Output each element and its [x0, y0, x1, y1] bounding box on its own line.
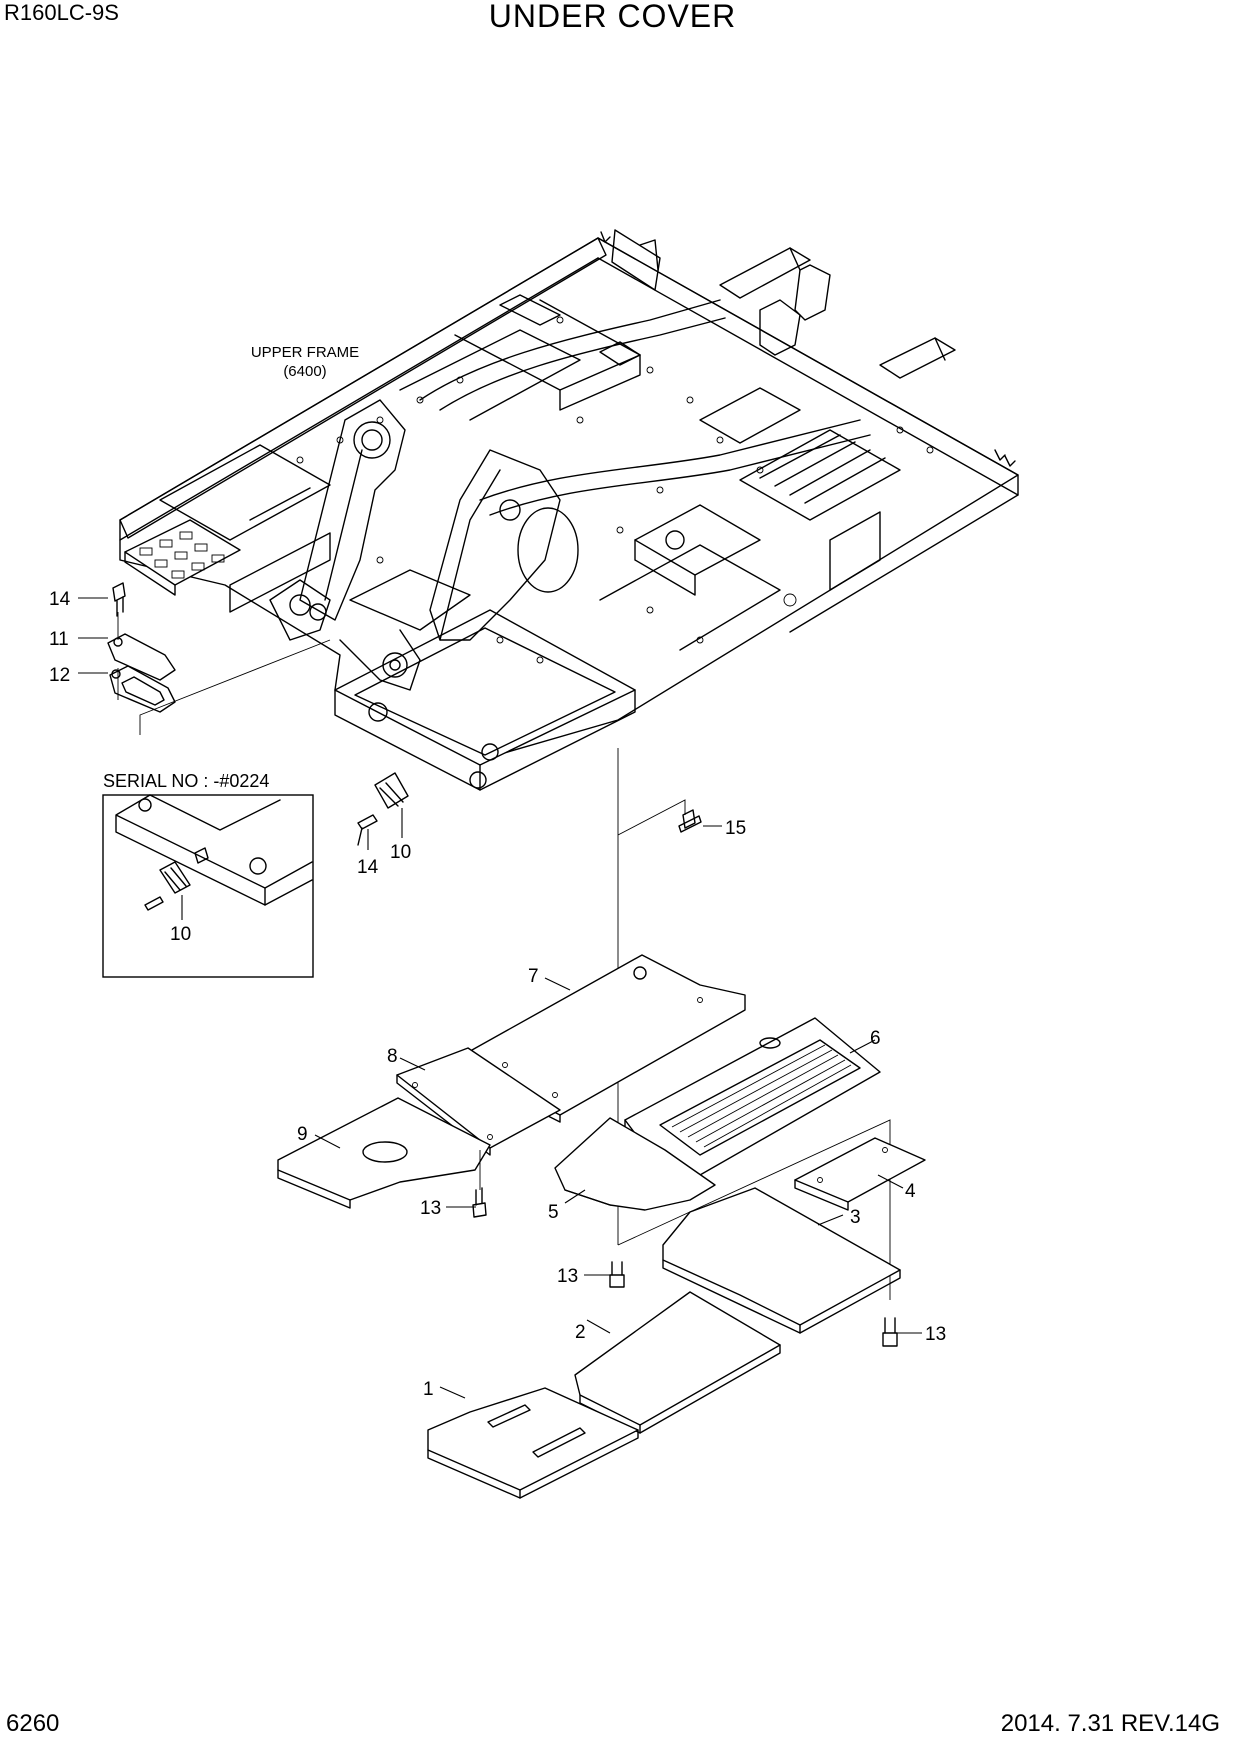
serial-no-label: SERIAL NO : -#0224: [103, 771, 269, 791]
under-cover-5: [554, 1117, 716, 1211]
under-cover-2: [574, 1291, 781, 1434]
page-title: UNDER COVER: [488, 0, 737, 34]
callout-9: 9: [297, 1124, 308, 1145]
model-number: R160LC-9S: [4, 0, 119, 25]
bolt-13-center: [609, 1261, 625, 1288]
under-cover-4: [794, 1137, 926, 1211]
gasket-12: [109, 665, 176, 713]
callout-10: 10: [390, 842, 411, 863]
bolt-14-upper: [112, 582, 126, 617]
callout-7: 7: [528, 966, 539, 987]
callout-1: 1: [423, 1379, 434, 1400]
page-number: 6260: [6, 1710, 60, 1737]
upper-frame-label: UPPER FRAME: [251, 344, 359, 361]
under-cover-6: [624, 1017, 881, 1186]
under-cover-3: [662, 1187, 901, 1334]
under-cover-1: [427, 1387, 639, 1499]
callout-11: 11: [49, 629, 69, 650]
callout-4: 4: [905, 1181, 916, 1202]
callout-14: 14: [49, 589, 71, 610]
callout-13-left: 13: [420, 1198, 441, 1219]
callout-14-lower: 14: [357, 857, 379, 878]
callout-2: 2: [575, 1322, 586, 1343]
bolt-13-right: [882, 1317, 898, 1347]
callout-5: 5: [548, 1202, 559, 1223]
bolt-15: [678, 809, 702, 833]
callout-13-right: 13: [925, 1324, 946, 1345]
callout-3: 3: [850, 1207, 861, 1228]
callout-6: 6: [870, 1028, 881, 1049]
callout-15: 15: [725, 818, 746, 839]
callout-12: 12: [49, 665, 70, 686]
serial-no-inset: [102, 794, 314, 978]
upper-frame-ref: (6400): [283, 363, 326, 380]
revision-date: 2014. 7.31 REV.14G: [1000, 1710, 1220, 1737]
bolt-13-left: [472, 1187, 487, 1218]
under-cover-8: [396, 1047, 561, 1156]
under-cover-9: [277, 1097, 491, 1209]
callout-8: 8: [387, 1046, 398, 1067]
upper-frame-drawing: [119, 229, 1019, 791]
callout-13-center: 13: [557, 1266, 578, 1287]
cover-10: [357, 772, 409, 846]
callout-10-inset: 10: [170, 924, 191, 945]
